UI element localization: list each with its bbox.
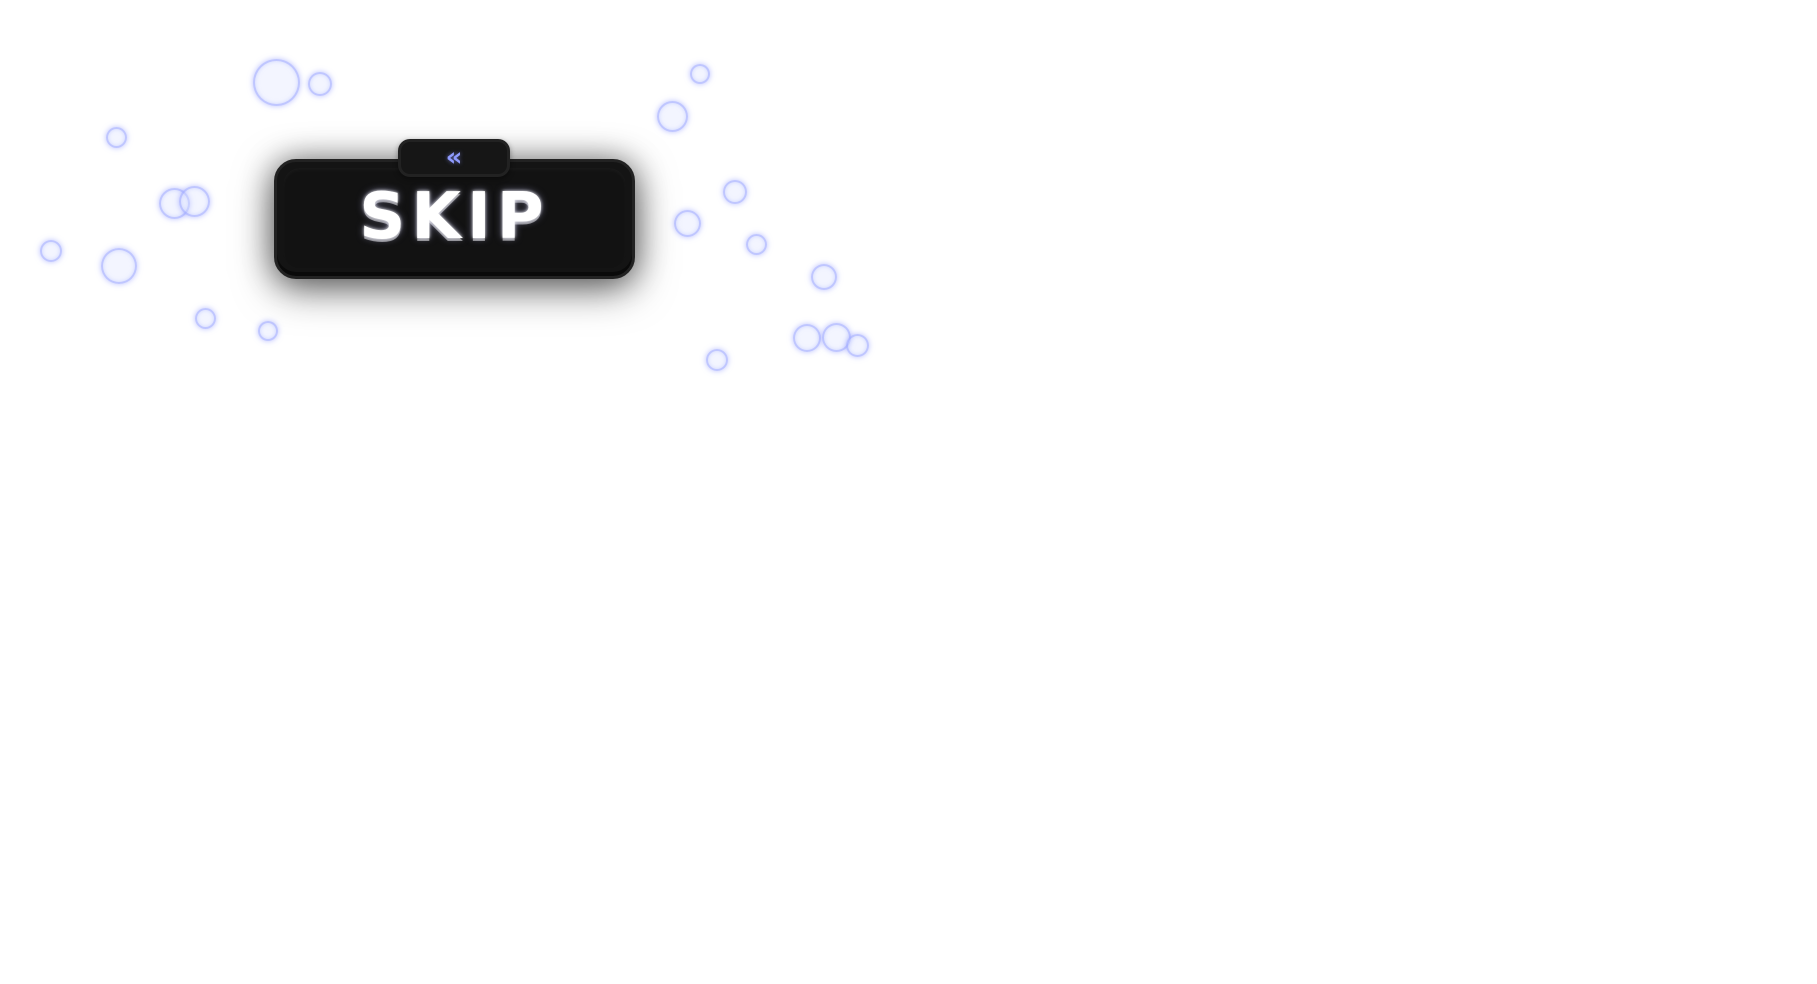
- bubble: [195, 308, 216, 329]
- bubble: [657, 101, 688, 132]
- skip-button-label: SKIP: [359, 180, 550, 254]
- bubble: [101, 248, 137, 284]
- bubble: [793, 324, 821, 352]
- bubble: [811, 264, 837, 290]
- skip-button-tab[interactable]: «: [398, 139, 510, 177]
- bubble: [40, 240, 62, 262]
- bubble: [846, 334, 869, 357]
- skip-button-face: [283, 168, 626, 268]
- bubble: [253, 59, 300, 106]
- bubble: [690, 64, 710, 84]
- bubble: [258, 321, 278, 341]
- bubble: [822, 323, 851, 352]
- bubble: [746, 234, 767, 255]
- bubble: [179, 186, 210, 217]
- rewind-icon: «: [445, 142, 463, 173]
- bubble: [674, 210, 701, 237]
- skip-button[interactable]: SKIP: [274, 159, 635, 279]
- bubble: [723, 180, 747, 204]
- bubble: [308, 72, 332, 96]
- bubble: [706, 349, 728, 371]
- bubble: [106, 127, 127, 148]
